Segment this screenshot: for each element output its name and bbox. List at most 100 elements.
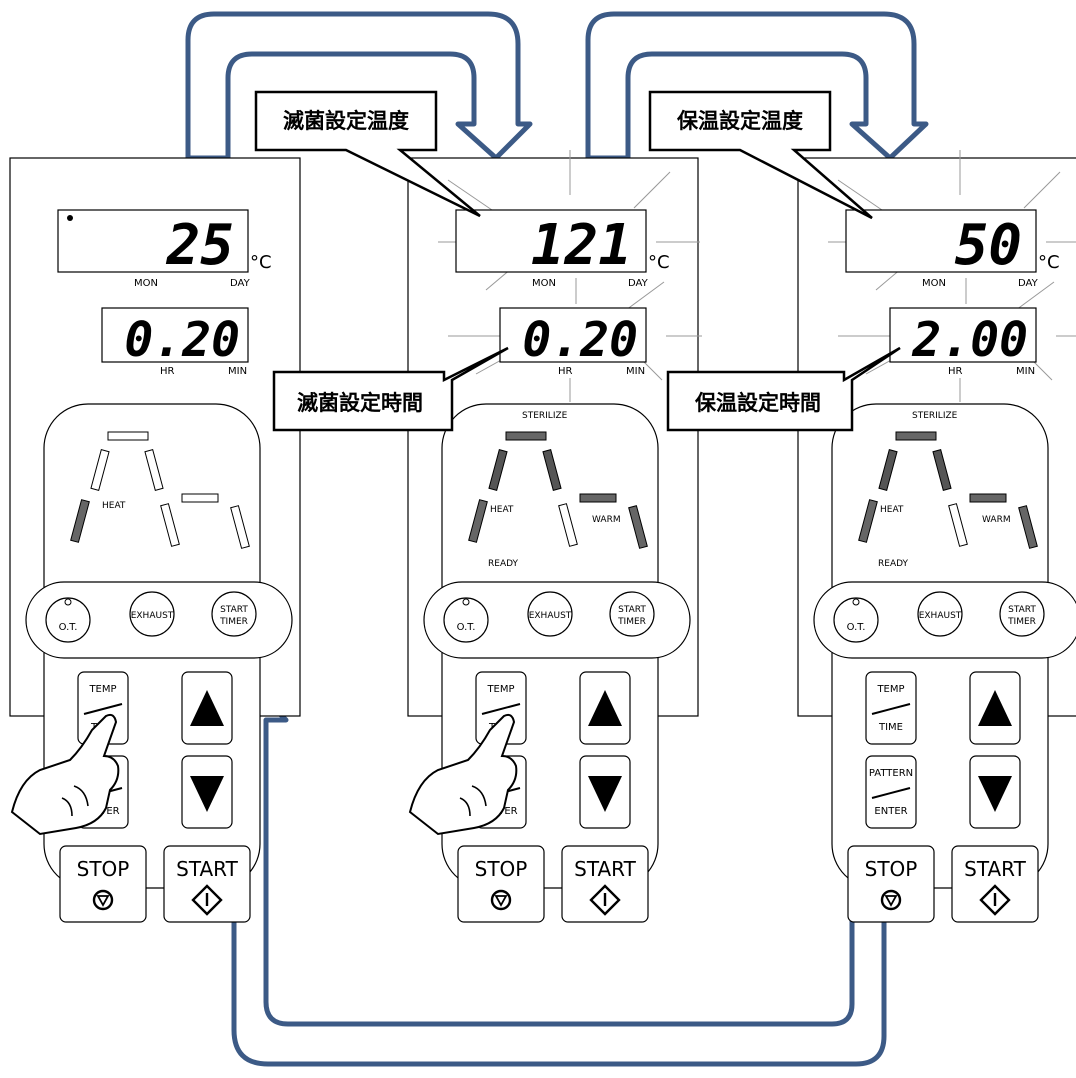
svg-text:EXHAUST: EXHAUST [919, 611, 962, 621]
start-button[interactable]: START [163, 845, 251, 923]
svg-text:TIMER: TIMER [219, 617, 248, 627]
process-status: STERILIZE READY WARM HEAT [858, 411, 1038, 569]
up-triangle-icon [190, 690, 224, 726]
day-label: DAY [230, 278, 251, 289]
min-label: MIN [228, 366, 247, 377]
day-label: DAY [1018, 278, 1039, 289]
round-button-row: O.T. EXHAUST START TIMER [813, 581, 1076, 659]
down-arrow-button[interactable] [579, 755, 631, 829]
start-timer-button[interactable]: START TIMER [211, 591, 257, 637]
stop-button[interactable]: STOP [457, 845, 545, 923]
heat-bar [858, 499, 878, 543]
down-triangle-icon [190, 776, 224, 812]
mon-label: MON [134, 278, 158, 289]
sterilize-bar [895, 431, 937, 441]
heat-label: HEAT [880, 505, 904, 515]
seg-bar [230, 505, 250, 549]
temp-time-button[interactable]: TEMP TIME [865, 671, 917, 745]
svg-text:STOP: STOP [77, 857, 130, 881]
callout-label: 保温設定時間 [694, 391, 821, 415]
sterilize-label: STERILIZE [912, 411, 958, 421]
down-arrow-button[interactable] [181, 755, 233, 829]
svg-text:TIMER: TIMER [617, 617, 646, 627]
seg-bar [488, 449, 508, 491]
indicator-dot [67, 215, 73, 221]
temp-unit: °C [648, 252, 670, 273]
warm-label: WARM [982, 515, 1011, 525]
svg-text:O.T.: O.T. [59, 622, 78, 633]
down-triangle-icon [978, 776, 1012, 812]
warm-label: WARM [592, 515, 621, 525]
exhaust-button[interactable]: EXHAUST [917, 591, 963, 637]
ready-label: READY [488, 559, 519, 569]
temperature-value: 25 [166, 213, 234, 278]
up-arrow-button[interactable] [579, 671, 631, 745]
svg-text:START: START [220, 605, 248, 615]
svg-text:START: START [964, 857, 1026, 881]
flow-arrow-2 [585, 11, 929, 161]
hr-label: HR [160, 366, 175, 377]
up-arrow-button[interactable] [181, 671, 233, 745]
heat-bar [70, 499, 90, 543]
seg-bar [878, 449, 898, 491]
svg-text:TIME: TIME [878, 722, 903, 733]
start-timer-button[interactable]: START TIMER [999, 591, 1045, 637]
ready-label: READY [878, 559, 909, 569]
ot-button[interactable]: O.T. [443, 597, 489, 643]
down-arrow-button[interactable] [969, 755, 1021, 829]
mon-label: MON [532, 278, 556, 289]
seg-bar [1018, 505, 1038, 549]
process-status: HEAT [70, 431, 250, 549]
svg-text:STOP: STOP [865, 857, 918, 881]
up-triangle-icon [978, 690, 1012, 726]
seg-bar [160, 503, 180, 547]
exhaust-button[interactable]: EXHAUST [527, 591, 573, 637]
warm-bar [579, 493, 617, 503]
heat-label: HEAT [102, 501, 126, 511]
seg-bar [558, 503, 578, 547]
ot-button[interactable]: O.T. [45, 597, 91, 643]
time-value: 0.20 [124, 312, 240, 368]
svg-text:START: START [176, 857, 238, 881]
start-button[interactable]: START [561, 845, 649, 923]
svg-text:TIMER: TIMER [1007, 617, 1036, 627]
day-label: DAY [628, 278, 649, 289]
mon-label: MON [922, 278, 946, 289]
svg-text:O.T.: O.T. [847, 622, 866, 633]
temperature-display: 25 °C MON DAY [57, 209, 272, 289]
up-triangle-icon [588, 690, 622, 726]
callout-sterilize-time: 滅菌設定時間 [272, 346, 509, 432]
svg-text:START: START [1008, 605, 1036, 615]
down-triangle-icon [588, 776, 622, 812]
start-timer-button[interactable]: START TIMER [609, 591, 655, 637]
warm-bar [181, 493, 219, 503]
callout-warm-time: 保温設定時間 [666, 346, 901, 432]
temp-unit: °C [250, 252, 272, 273]
stop-button[interactable]: STOP [59, 845, 147, 923]
up-arrow-button[interactable] [969, 671, 1021, 745]
ot-button[interactable]: O.T. [833, 597, 879, 643]
start-button[interactable]: START [951, 845, 1039, 923]
hand-pointer-icon [10, 713, 120, 836]
temp-unit: °C [1038, 252, 1060, 273]
exhaust-button[interactable]: EXHAUST [129, 591, 175, 637]
svg-text:TEMP: TEMP [876, 684, 904, 695]
stop-button[interactable]: STOP [847, 845, 935, 923]
callout-warm-temp: 保温設定温度 [648, 90, 873, 220]
callout-sterilize-temp: 滅菌設定温度 [254, 90, 481, 218]
svg-text:EXHAUST: EXHAUST [529, 611, 572, 621]
svg-text:STOP: STOP [475, 857, 528, 881]
svg-text:START: START [618, 605, 646, 615]
round-button-row: O.T. EXHAUST START TIMER [423, 581, 691, 659]
seg-bar [932, 449, 952, 491]
svg-text:TEMP: TEMP [486, 684, 514, 695]
callout-label: 滅菌設定時間 [297, 391, 423, 415]
